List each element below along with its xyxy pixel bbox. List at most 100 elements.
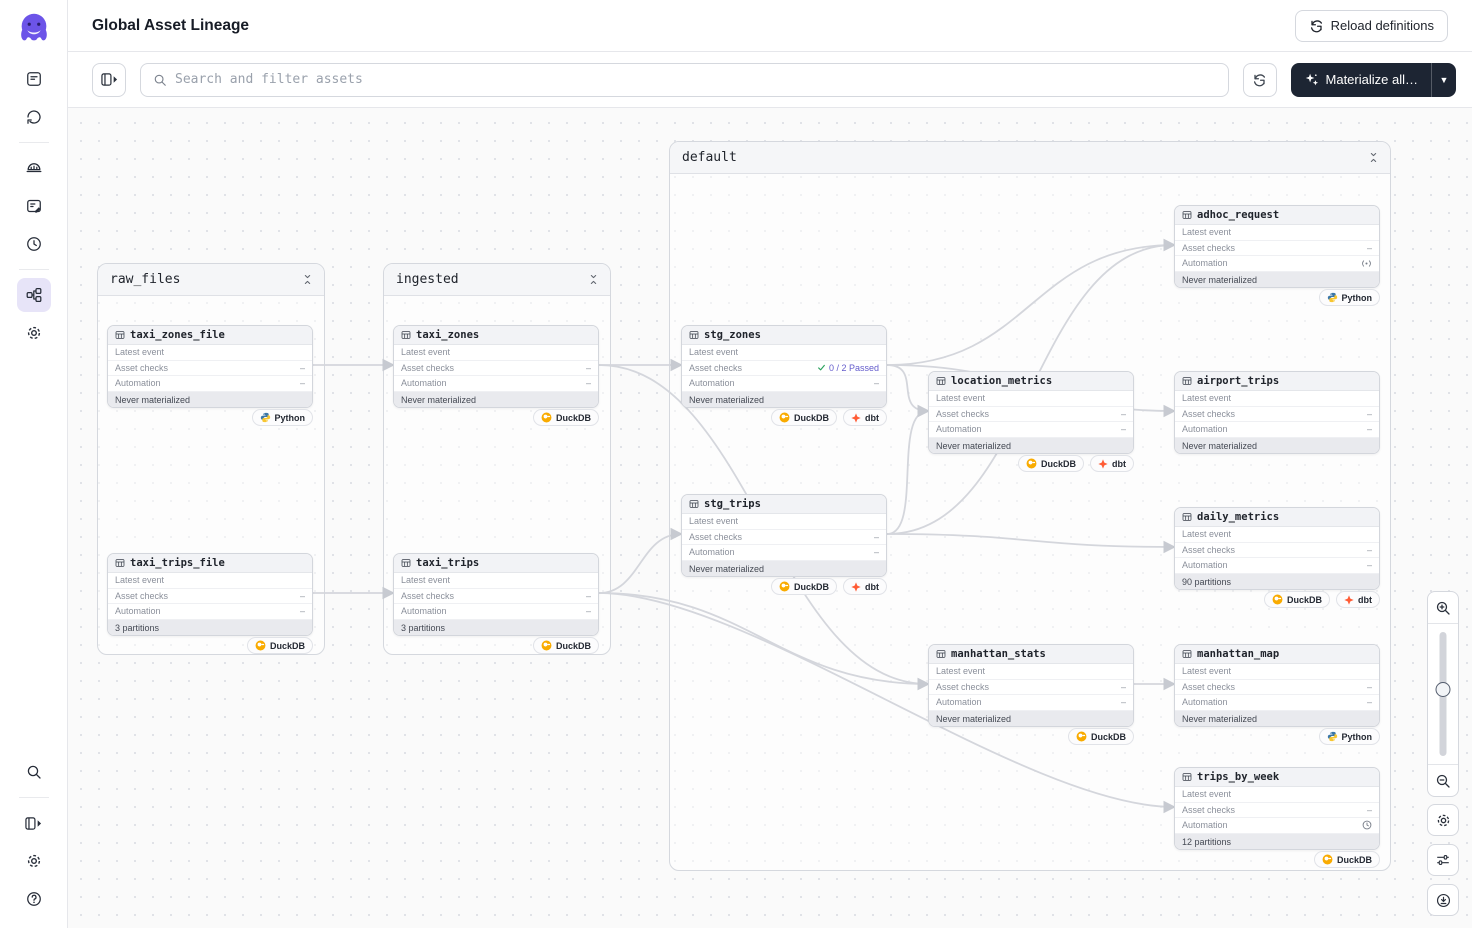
latest-event-row: Latest event: [929, 391, 1133, 407]
lineage-canvas[interactable]: raw_files ingested default taxi_zones_fi…: [68, 108, 1472, 928]
asset-node-title[interactable]: taxi_zones_file: [108, 326, 312, 345]
badge-dbt[interactable]: dbt: [843, 409, 887, 426]
reload-definitions-button[interactable]: Reload definitions: [1294, 9, 1448, 42]
materialize-all-split-button: Materialize all… ▼: [1290, 62, 1456, 97]
sidebar-item-expand-panel[interactable]: [17, 806, 51, 840]
badge-duckdb[interactable]: DuckDB: [246, 637, 313, 654]
asset-node-daily_metrics[interactable]: daily_metrics Latest event Asset checks–…: [1174, 507, 1380, 591]
dagster-logo-icon[interactable]: [15, 10, 53, 48]
asset-node-title[interactable]: stg_zones: [682, 326, 886, 345]
collapse-group-icon[interactable]: [1369, 152, 1378, 163]
asset-node-airport_trips[interactable]: airport_trips Latest event Asset checks–…: [1174, 371, 1380, 455]
badge-dbt[interactable]: dbt: [1090, 455, 1134, 472]
sidebar-item-schedules[interactable]: [17, 227, 51, 261]
sidebar-item-lineage[interactable]: [16, 278, 51, 312]
badge-duckdb[interactable]: DuckDB: [770, 409, 837, 426]
reload-icon: [1310, 20, 1322, 33]
asset-name: trips_by_week: [1197, 771, 1280, 783]
asset-node-title[interactable]: airport_trips: [1175, 372, 1379, 391]
badge-duckdb[interactable]: DuckDB: [1017, 455, 1084, 472]
zoom-slider[interactable]: [1428, 624, 1458, 764]
row-label: Asset checks: [115, 590, 169, 601]
refresh-button[interactable]: [1242, 62, 1277, 97]
asset-node-taxi_zones[interactable]: taxi_zones Latest event Asset checks– Au…: [393, 325, 599, 409]
sidebar-item-runs[interactable]: [17, 100, 51, 134]
sidebar-item-settings[interactable]: [17, 316, 51, 350]
asset-node-stg_trips[interactable]: stg_trips Latest event Asset checks– Aut…: [681, 494, 887, 578]
reload-definitions-label: Reload definitions: [1330, 18, 1434, 33]
badge-dbt[interactable]: dbt: [843, 578, 887, 595]
sidebar-item-catalog[interactable]: [17, 62, 51, 96]
badge-duckdb[interactable]: DuckDB: [532, 637, 599, 654]
sidebar-item-help[interactable]: [17, 882, 51, 916]
asset-node-manhattan_stats[interactable]: manhattan_stats Latest event Asset check…: [928, 644, 1134, 728]
automation-row: Automation: [1175, 818, 1379, 834]
group-header-ingested[interactable]: ingested: [384, 264, 610, 296]
badge-python[interactable]: Python: [251, 409, 313, 426]
automation-value: –: [585, 378, 591, 389]
zoom-out-button[interactable]: [1428, 764, 1458, 796]
asset-node-taxi_trips[interactable]: taxi_trips Latest event Asset checks– Au…: [393, 553, 599, 637]
sliders-icon: [1437, 855, 1449, 865]
row-label: Latest event: [115, 347, 165, 358]
row-label: Asset checks: [1182, 242, 1236, 253]
page-title: Global Asset Lineage: [92, 16, 250, 34]
asset-node-title[interactable]: manhattan_map: [1175, 645, 1379, 664]
open-left-panel-button[interactable]: [92, 62, 126, 97]
asset-node-title[interactable]: taxi_zones: [394, 326, 598, 345]
badge-duckdb[interactable]: DuckDB: [1313, 851, 1380, 868]
materialize-all-button[interactable]: Materialize all…: [1291, 63, 1431, 97]
row-label: Latest event: [1182, 789, 1232, 800]
collapse-group-icon[interactable]: [589, 274, 598, 285]
asset-checks-value: –: [1366, 544, 1372, 555]
asset-node-taxi_zones_file[interactable]: taxi_zones_file Latest event Asset check…: [107, 325, 313, 409]
group-header-raw_files[interactable]: raw_files: [98, 264, 324, 296]
badge-duckdb[interactable]: DuckDB: [770, 578, 837, 595]
asset-node-title[interactable]: daily_metrics: [1175, 508, 1379, 527]
badge-label: DuckDB: [269, 640, 305, 651]
asset-node-title[interactable]: trips_by_week: [1175, 768, 1379, 787]
zoom-slider-handle[interactable]: [1435, 682, 1451, 697]
asset-node-manhattan_map[interactable]: manhattan_map Latest event Asset checks–…: [1174, 644, 1380, 728]
graph-settings-button[interactable]: [1427, 804, 1459, 836]
sidebar-item-deployment[interactable]: [17, 151, 51, 185]
asset-badges-manhattan_stats: DuckDB: [1067, 728, 1134, 745]
sidebar-item-user-settings[interactable]: [17, 844, 51, 878]
asset-node-trips_by_week[interactable]: trips_by_week Latest event Asset checks–…: [1174, 767, 1380, 851]
sidebar-item-jobs[interactable]: [17, 189, 51, 223]
materialize-all-label: Materialize all…: [1325, 72, 1418, 87]
automation-value: –: [299, 606, 305, 617]
collapse-group-icon[interactable]: [303, 274, 312, 285]
badge-python[interactable]: Python: [1318, 289, 1380, 306]
table-icon: [401, 559, 411, 567]
badge-python[interactable]: Python: [1318, 728, 1380, 745]
asset-node-title[interactable]: taxi_trips_file: [108, 554, 312, 573]
asset-node-title[interactable]: adhoc_request: [1175, 206, 1379, 225]
badge-dbt[interactable]: dbt: [1336, 591, 1380, 608]
asset-node-title[interactable]: manhattan_stats: [929, 645, 1133, 664]
badge-duckdb[interactable]: DuckDB: [532, 409, 599, 426]
download-view-button[interactable]: [1427, 884, 1459, 916]
materialization-status: 90 partitions: [1175, 573, 1379, 590]
asset-node-title[interactable]: stg_trips: [682, 495, 886, 514]
badge-duckdb[interactable]: DuckDB: [1067, 728, 1134, 745]
asset-node-location_metrics[interactable]: location_metrics Latest event Asset chec…: [928, 371, 1134, 455]
badge-label: DuckDB: [1090, 731, 1126, 742]
asset-node-title[interactable]: location_metrics: [929, 372, 1133, 391]
asset-badges-location_metrics: DuckDB dbt: [1017, 455, 1134, 472]
zoom-in-button[interactable]: [1428, 592, 1458, 624]
group-header-default[interactable]: default: [670, 142, 1390, 174]
row-label: Asset checks: [936, 681, 990, 692]
row-label: Asset checks: [1182, 681, 1236, 692]
badge-duckdb[interactable]: DuckDB: [1263, 591, 1330, 608]
search-input[interactable]: [175, 72, 1216, 87]
asset-node-title[interactable]: taxi_trips: [394, 554, 598, 573]
sidebar-item-search[interactable]: [17, 755, 51, 789]
asset-node-taxi_trips_file[interactable]: taxi_trips_file Latest event Asset check…: [107, 553, 313, 637]
asset-node-adhoc_request[interactable]: adhoc_request Latest event Asset checks–…: [1174, 205, 1380, 289]
materialize-options-caret[interactable]: ▼: [1431, 62, 1456, 97]
graph-filters-button[interactable]: [1427, 844, 1459, 876]
table-icon: [115, 331, 125, 339]
